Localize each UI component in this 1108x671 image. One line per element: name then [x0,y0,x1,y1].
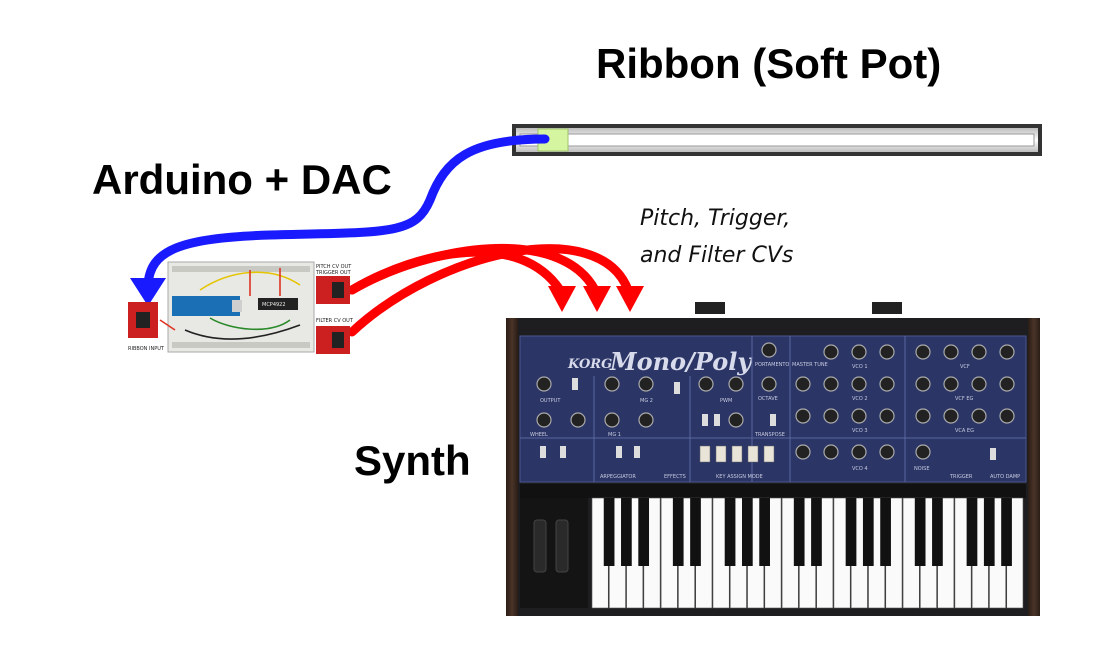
black-key [672,498,684,566]
black-keys [603,498,1012,566]
synth-title: Synth [354,437,471,484]
black-key [811,498,822,566]
section-mg1: MG 1 [608,432,621,438]
synth-keyboard: KORG Mono/Poly [506,302,1040,616]
pitch-cv-out-label: PITCH CV OUT [316,264,352,270]
arduino-board [172,296,240,316]
section-trigger: TRIGGER [949,474,973,480]
section-mg2: MG 2 [640,398,653,404]
section-master-tune: MASTER TUNE [792,362,828,368]
synth-model: Mono/Poly [609,347,753,376]
black-key [914,498,926,566]
section-noise: NOISE [914,466,929,472]
arduino-dac-title: Arduino + DAC [92,156,392,203]
black-key [880,498,891,566]
black-key [845,498,857,566]
section-transpose: TRANSPOSE [754,432,785,438]
black-key [1001,498,1012,566]
section-vco3: VCO 3 [852,428,868,434]
ribbon-wire [143,134,550,290]
black-key [983,498,995,566]
section-vcf: VCF [960,364,970,370]
section-arpeggiator: ARPEGGIATOR [600,474,636,480]
ribbon-input-label: RIBBON INPUT [128,346,165,352]
section-auto-damp: AUTO DAMP [990,474,1020,480]
cv-label-line1: Pitch, Trigger, [640,206,791,231]
section-vco2: VCO 2 [852,396,868,402]
synth-knobs [536,342,1015,460]
section-vco1: VCO 1 [852,364,868,370]
trigger-out-label: TRIGGER OUT [315,270,352,276]
black-key [603,498,615,566]
black-key [759,498,770,566]
black-key [793,498,805,566]
ribbon-wire-arrowhead [130,278,166,306]
ribbon-softpot [512,124,1042,156]
white-keys [591,497,1024,609]
black-key [862,498,874,566]
ribbon-title: Ribbon (Soft Pot) [596,40,942,87]
wheel-area [520,498,588,608]
arduino-breadboard: MCP4922 RIBBON INPUT PITCH CV OUT TRIGGE… [128,261,354,354]
black-key [724,498,736,566]
section-vcf-eg: VCF EG [955,396,974,402]
section-octave: OCTAVE [758,396,778,402]
dac-chip [258,298,298,310]
black-key [741,498,753,566]
cv-label-line2: and Filter CVs [640,243,794,268]
black-key [638,498,650,566]
filter-cv-out-label: FILTER CV OUT [316,318,354,324]
black-key [966,498,978,566]
section-wheel: WHEEL [530,432,548,438]
section-vco4: VCO 4 [852,466,868,472]
black-key [690,498,701,566]
black-key [932,498,943,566]
section-portamento: PORTAMENTO [755,362,789,368]
black-key [621,498,632,566]
dac-chip-label: MCP4922 [262,302,286,308]
cv-wires [347,243,633,337]
section-key-assign: KEY ASSIGN MODE [716,474,763,480]
section-output: OUTPUT [540,398,561,404]
section-pwm: PWM [720,398,732,404]
section-vca-eg: VCA EG [955,428,974,434]
section-effects: EFFECTS [664,474,686,480]
synth-brand: KORG [567,357,612,372]
cv-wire-arrowheads [548,286,644,312]
